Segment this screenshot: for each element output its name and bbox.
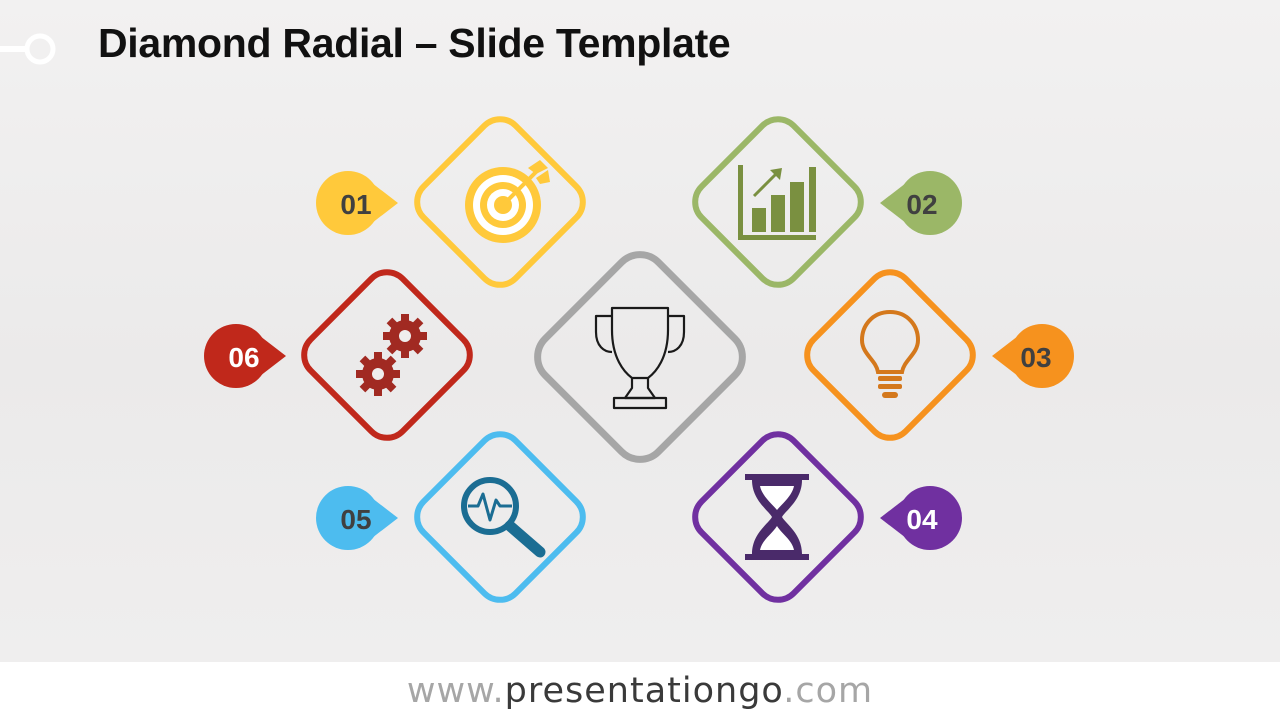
slide-title: Diamond Radial – Slide Template	[98, 20, 731, 66]
item-04-number: 04	[906, 504, 938, 535]
footer-url-suffix: .com	[783, 671, 874, 711]
item-04-diamond	[692, 431, 962, 603]
slide-pin-icon	[0, 33, 56, 65]
item-06-diamond	[204, 269, 473, 441]
diamond-radial-diagram: 01 02 03 04 05 06	[204, 116, 1074, 603]
item-03-diamond	[804, 269, 1074, 441]
footer-url-prefix: www.	[406, 671, 505, 711]
hourglass-icon	[745, 474, 809, 560]
item-06-number: 06	[228, 342, 260, 373]
target-icon	[465, 160, 550, 243]
magnifier-pulse-icon	[461, 477, 546, 558]
trophy-icon	[594, 306, 686, 410]
item-02-diamond	[692, 116, 962, 288]
footer-url: www.presentationgo.com	[0, 662, 1280, 720]
item-05-diamond	[316, 431, 586, 603]
item-05-number: 05	[340, 504, 372, 535]
center-diamond	[534, 251, 746, 463]
item-02-number: 02	[906, 189, 938, 220]
item-03-number: 03	[1020, 342, 1052, 373]
growth-chart-icon	[738, 165, 816, 240]
gears-icon	[356, 314, 427, 396]
footer-url-brand: presentationgo	[504, 671, 784, 711]
slide-background	[0, 0, 1280, 662]
item-01-diamond	[316, 116, 586, 288]
lightbulb-icon	[859, 309, 921, 398]
item-01-number: 01	[340, 189, 372, 220]
